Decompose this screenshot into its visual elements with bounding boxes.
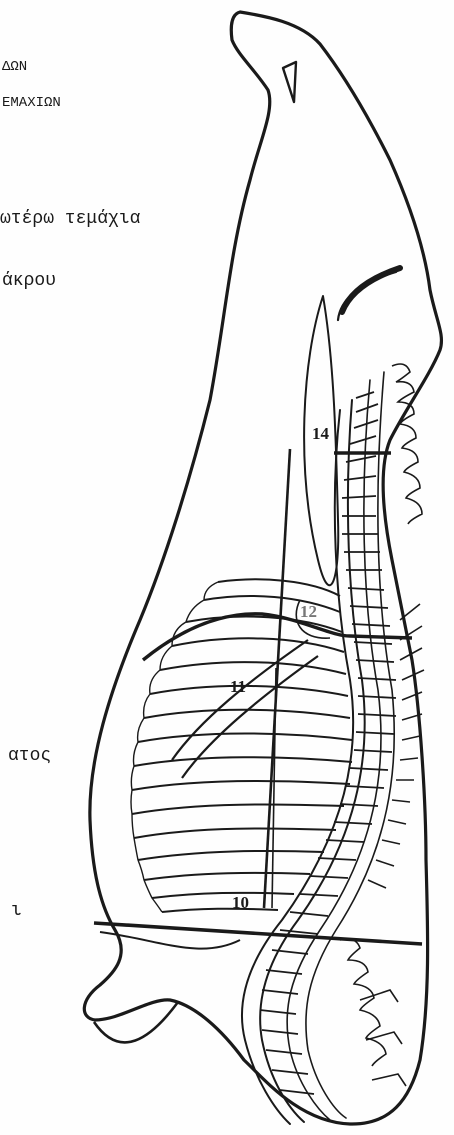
cut-line-vertical-2 [272, 668, 276, 908]
cut-line-10 [94, 923, 422, 944]
cut-label-12: 12 [300, 603, 317, 620]
vertebrae-group [260, 392, 396, 1094]
cut-label-11: 11 [230, 678, 246, 695]
carcass-outline [84, 12, 441, 1124]
spine-outer-left [242, 410, 353, 1124]
cut-label-14: 14 [312, 425, 329, 442]
aitch-hole [283, 62, 296, 102]
pelvic-curve [342, 268, 400, 312]
cut-label-10: 10 [232, 894, 249, 911]
rib-ends [131, 582, 218, 912]
